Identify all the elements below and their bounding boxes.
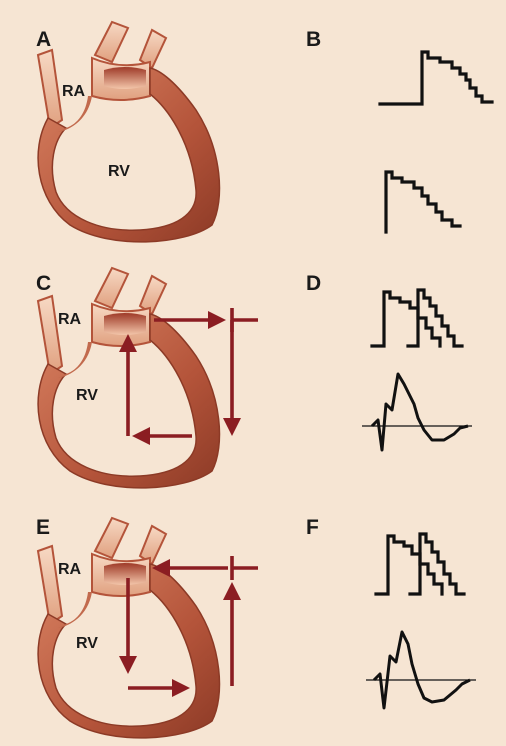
- panel-e-rv-label: RV: [76, 635, 98, 652]
- panel-e-ra-label: RA: [58, 561, 82, 578]
- panel-a-ra-label: RA: [62, 83, 86, 100]
- panel-c-rv-label: RV: [76, 387, 98, 404]
- panel-d-letter: D: [306, 272, 321, 295]
- panel-f-letter: F: [306, 516, 319, 539]
- panel-c-ra-label: RA: [58, 311, 82, 328]
- panel-e-letter: E: [36, 516, 50, 539]
- panel-c-letter: C: [36, 272, 51, 295]
- panel-a-rv-label: RV: [108, 163, 130, 180]
- panel-b-letter: B: [306, 28, 321, 51]
- panel-a-letter: A: [36, 28, 51, 51]
